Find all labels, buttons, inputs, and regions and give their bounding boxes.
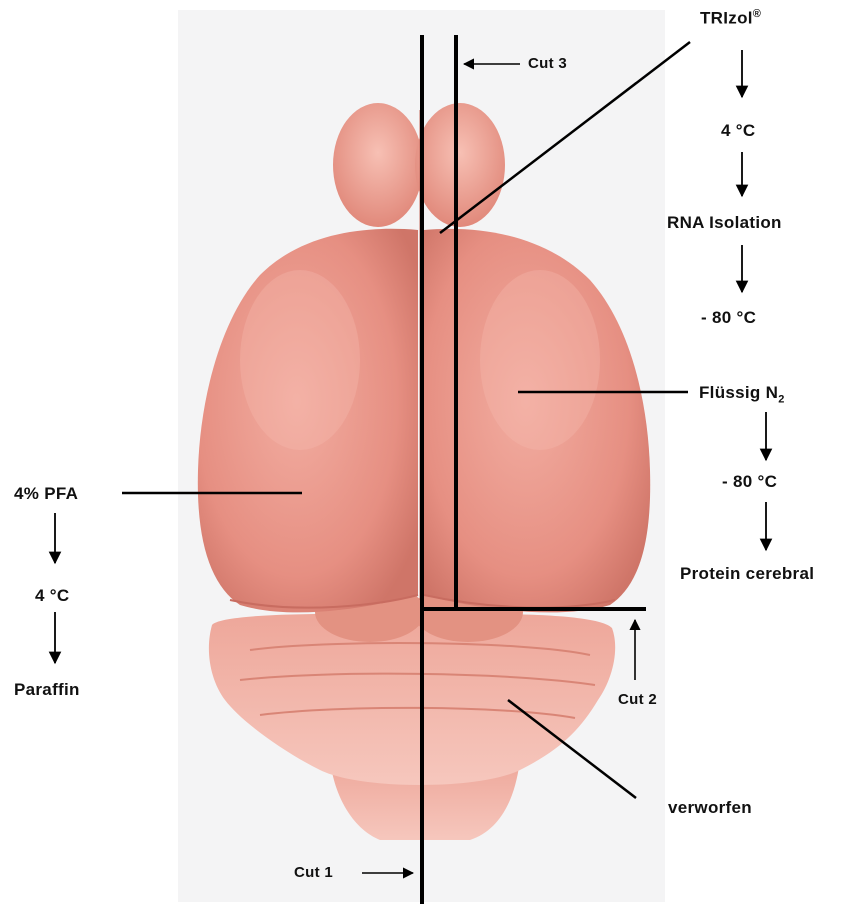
- n2-subscript: 2: [778, 393, 784, 405]
- pfa-label: 4% PFA: [14, 484, 78, 504]
- left-chain-4c-label: 4 °C: [35, 586, 69, 606]
- left-olfactory-bulb: [333, 103, 423, 227]
- paraffin-label: Paraffin: [14, 680, 80, 700]
- surface-highlight: [240, 270, 360, 450]
- cut-3-label: Cut 3: [528, 55, 567, 72]
- fluessig-n2-label: Flüssig N2: [699, 383, 785, 405]
- protein-cerebral-label: Protein cerebral: [680, 564, 814, 584]
- registered-mark: ®: [753, 8, 761, 20]
- rna-isolation-label: RNA Isolation: [667, 213, 782, 233]
- verworfen-label: verworfen: [668, 798, 752, 818]
- right-olfactory-bulb: [415, 103, 505, 227]
- top-chain-minus80-label: - 80 °C: [701, 308, 756, 328]
- fluessig-n-text: Flüssig N: [699, 383, 778, 402]
- cut-1-label: Cut 1: [294, 864, 333, 881]
- mid-chain-minus80-label: - 80 °C: [722, 472, 777, 492]
- top-chain-4c-label: 4 °C: [721, 121, 755, 141]
- trizol-text: TRIzol: [700, 9, 753, 28]
- trizol-label: TRIzol®: [700, 8, 761, 29]
- cut-2-label: Cut 2: [618, 691, 657, 708]
- surface-highlight: [480, 270, 600, 450]
